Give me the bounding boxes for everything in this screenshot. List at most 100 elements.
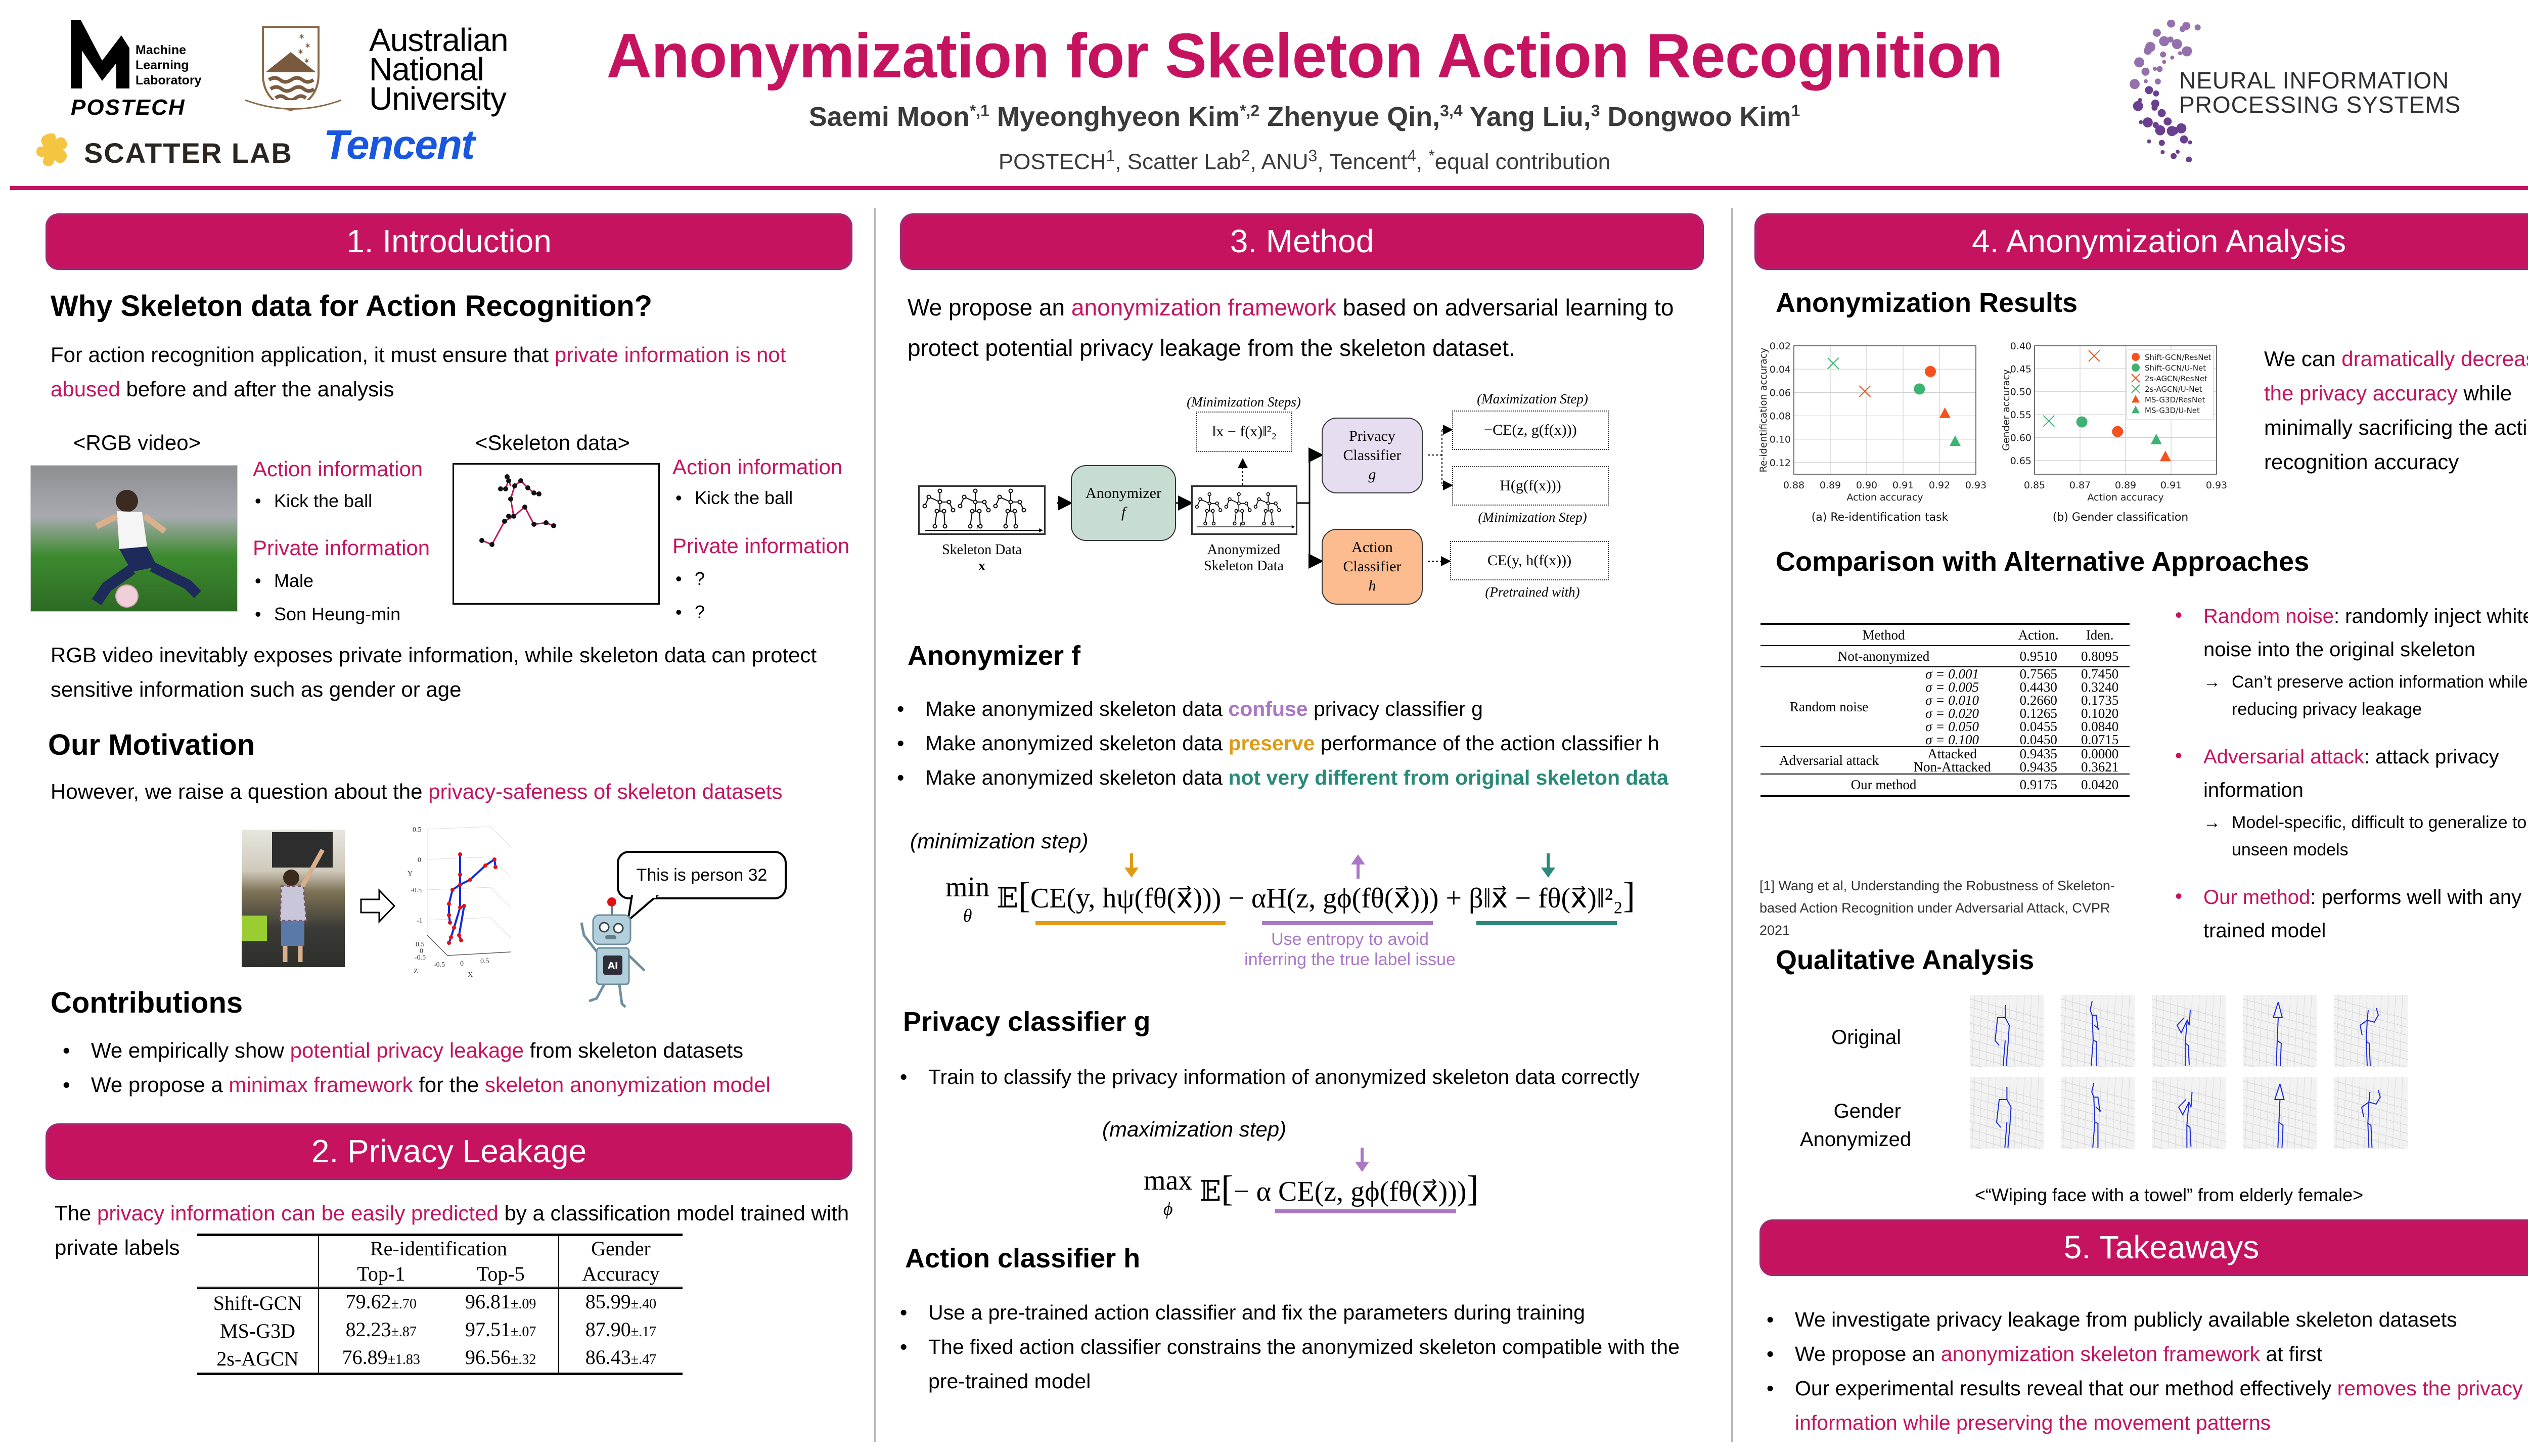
qualitative-skeleton-frame xyxy=(2151,994,2226,1093)
rgb-private-info-title: Private information xyxy=(253,536,430,560)
column-header: Iden. xyxy=(2086,627,2114,643)
robot-icon: AI xyxy=(580,897,646,1008)
skeleton-data-caption: Skeleton Data x xyxy=(942,542,1022,574)
data-point xyxy=(1939,407,1951,418)
3d-skeleton-plot: 0.5 0 -0.5 -1 Y -0.5 0 0.5 X 0.5 0 -0.5 … xyxy=(408,826,511,979)
z-axis-label: Z xyxy=(414,968,418,975)
neurips-dot xyxy=(2151,99,2159,108)
mll-line: Learning xyxy=(136,58,189,72)
reference-note: [1] Wang et al, Understanding the Robust… xyxy=(1759,878,2115,938)
section-banner-anonymization-analysis: 4. Anonymization Analysis xyxy=(1754,213,2528,270)
column-header: Action. xyxy=(2018,627,2059,643)
skeleton-pose xyxy=(2178,1091,2193,1148)
privacy-classifier-heading: Privacy classifier g xyxy=(903,1007,1151,1037)
neurips-dot xyxy=(2163,117,2172,126)
diagram-connectors xyxy=(1057,425,1453,569)
skeleton-joint xyxy=(1195,505,1199,509)
rgb-private-info-list: Male Son Heung-min xyxy=(250,568,400,635)
skeleton-joint xyxy=(970,509,975,514)
x-axis-label: X xyxy=(468,971,473,979)
skeleton-joint xyxy=(937,488,942,493)
column-header: Method xyxy=(1862,627,1905,643)
minimization-step-caption: (minimization step) xyxy=(910,829,1089,853)
skeleton-joint xyxy=(1234,509,1238,513)
skeleton-pose xyxy=(2089,1000,2100,1066)
neurips-dot xyxy=(2186,156,2192,162)
skeleton-sequence-icon: t xyxy=(922,488,1043,532)
y-tick-label: 0.10 xyxy=(1770,434,1791,445)
y-tick: -1 xyxy=(417,917,423,925)
rgb-action-info-title: Action information xyxy=(253,457,423,481)
y-tick-label: 0.04 xyxy=(1770,364,1791,375)
x-tick-label: 0.87 xyxy=(2069,480,2091,491)
y-tick-label: 0.65 xyxy=(2010,456,2032,467)
neurips-line: NEURAL INFORMATION xyxy=(2179,67,2450,94)
motivation-paragraph: However, we raise a question about the p… xyxy=(51,780,783,803)
neurips-dot xyxy=(2194,24,2201,31)
skeleton-joint xyxy=(1274,502,1278,506)
contributions-list: We empirically show potential privacy le… xyxy=(56,1033,865,1102)
section-banner-introduction: 1. Introduction xyxy=(46,213,852,270)
anonymization-results-heading: Anonymization Results xyxy=(1776,288,2078,318)
plot-frame xyxy=(1793,345,1976,475)
list-item: We propose an anonymization skeleton fra… xyxy=(1759,1337,2528,1371)
skeleton-joint xyxy=(973,488,978,493)
neurips-dot xyxy=(2130,79,2140,89)
author: Zhenyue Qin,3,4 xyxy=(1267,102,1463,132)
down-arrow-icon xyxy=(1355,1148,1369,1172)
scatter-lab-logo: SCATTER LAB xyxy=(35,126,308,172)
skeleton-joint xyxy=(997,494,1002,499)
mll-line: Laboratory xyxy=(136,73,202,87)
neurips-dot xyxy=(2139,120,2143,124)
comparison-heading: Comparison with Alternative Approaches xyxy=(1776,547,2310,577)
why-skeleton-heading: Why Skeleton data for Action Recognition… xyxy=(51,290,653,323)
kicking-skeleton-image xyxy=(479,474,556,547)
neurips-dot xyxy=(2155,125,2165,135)
reid-group-header: Re-identification xyxy=(318,1235,559,1261)
x-tick-label: 0.88 xyxy=(1783,480,1804,491)
skeleton-pose xyxy=(2361,1089,2381,1148)
motivation-photo xyxy=(242,830,345,967)
minimization-step-label: (Minimization Step) xyxy=(1478,510,1587,525)
right-arrow-icon xyxy=(360,888,395,924)
table-row: Random noise σ = 0.001 0.7565 0.7450 xyxy=(1760,667,2130,714)
qualitative-caption: <“Wiping face with a towel” from elderly… xyxy=(1974,1185,2364,1205)
legend-label: Shift-GCN/U-Net xyxy=(2145,363,2206,373)
author: Myeonghyeon Kim*,2 xyxy=(997,102,1260,132)
anonymized-sequence-icon: t xyxy=(1195,492,1295,529)
speech-bubble-tail xyxy=(627,895,659,923)
qualitative-heading: Qualitative Analysis xyxy=(1776,945,2035,975)
x-tick-label: 0.93 xyxy=(2206,480,2227,491)
mll-postech-logo: Machine Learning Laboratory POSTECH xyxy=(71,20,202,120)
y-tick-label: 0.08 xyxy=(1770,411,1791,422)
neurips-dot xyxy=(2153,90,2159,97)
table-row: Non-Attacked 0.9435 0.3621 xyxy=(1913,759,2119,775)
mll-text: Machine Learning Laboratory xyxy=(136,42,202,88)
list-item: The fixed action classifier constrains t… xyxy=(893,1330,1702,1398)
legend-label: MS-G3D/U-Net xyxy=(2145,406,2200,415)
plot-frame xyxy=(2034,345,2217,475)
x-axis-label: Action accuracy xyxy=(2087,492,2163,503)
neurips-dot xyxy=(2172,39,2182,50)
mll-m-icon xyxy=(71,20,129,88)
skeleton-joint xyxy=(1270,521,1275,526)
privacy-ce-term: CE(z, gϕ(fθ(x⃗))) xyxy=(1278,1176,1467,1207)
x-tick-label: 0.92 xyxy=(1929,480,1950,491)
legend-marker xyxy=(2131,384,2140,393)
anonymizer-bullets: Make anonymized skeleton data confuse pr… xyxy=(890,692,1719,795)
action-loss-term: CE(y, hψ(fθ(x⃗))) xyxy=(1030,883,1222,914)
anu-line: National xyxy=(369,51,484,87)
skeleton-joint xyxy=(978,524,983,529)
data-point xyxy=(2043,415,2055,427)
action-term-underline xyxy=(1035,921,1226,925)
x-tick: 0 xyxy=(460,960,464,968)
neurips-logo: NEURAL INFORMATION PROCESSING SYSTEMS xyxy=(2124,20,2528,162)
skeleton-pose xyxy=(2272,1002,2283,1066)
neurips-dot xyxy=(2156,66,2163,72)
speech-bubble: This is person 32 xyxy=(617,851,787,899)
skeleton-joint xyxy=(1241,521,1245,526)
contributions-heading: Contributions xyxy=(51,986,243,1019)
